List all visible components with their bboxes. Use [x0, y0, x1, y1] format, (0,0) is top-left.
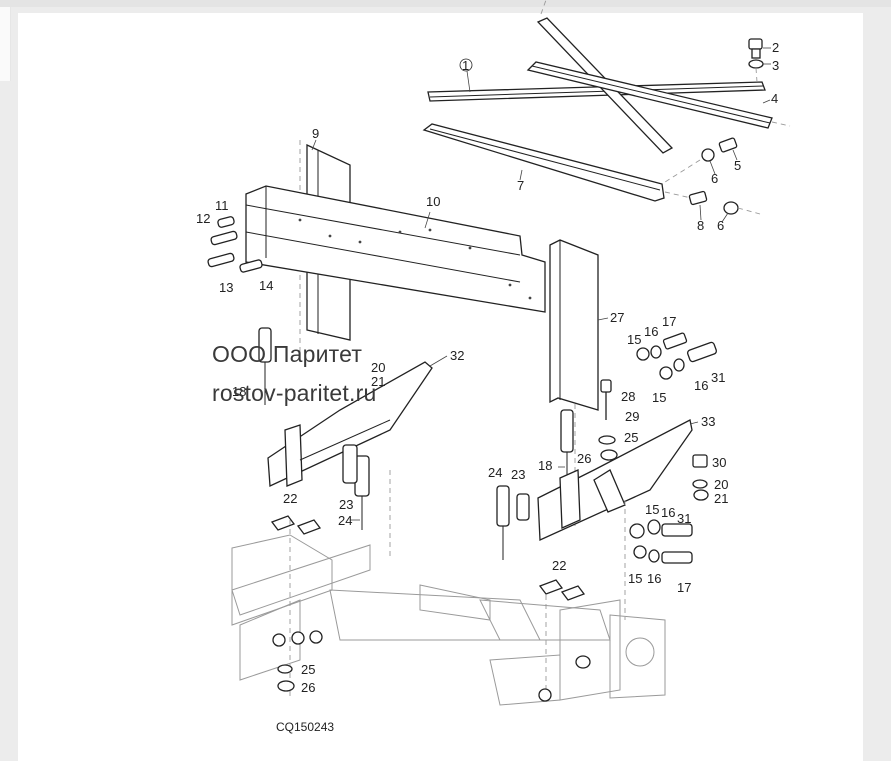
callout-4: 4	[771, 91, 778, 106]
callout-21-right: 21	[714, 491, 728, 506]
callout-18-right: 18	[538, 458, 552, 473]
callout-24-left: 24	[338, 513, 352, 528]
callout-26-bottom: 26	[301, 680, 315, 695]
callout-3: 3	[772, 58, 779, 73]
callout-26-right: 26	[577, 451, 591, 466]
bolts-11-14	[207, 216, 263, 273]
callout-24-right: 24	[488, 465, 502, 480]
callout-32: 32	[450, 348, 464, 363]
callout-17-b: 17	[677, 580, 691, 595]
callout-25-bottom: 25	[301, 662, 315, 677]
watermark-site: rostov-paritet.ru	[212, 380, 377, 406]
callout-16-b: 16	[694, 378, 708, 393]
callout-6-upper: 6	[711, 171, 718, 186]
callout-1: 1	[462, 58, 469, 73]
callout-15-c: 15	[645, 502, 659, 517]
upper-braces	[422, 0, 791, 215]
top-strip	[0, 0, 891, 7]
callout-10: 10	[426, 194, 440, 209]
left-panel-edge	[0, 7, 11, 81]
callout-23-right: 23	[511, 467, 525, 482]
callout-30: 30	[712, 455, 726, 470]
callout-12: 12	[196, 211, 210, 226]
callout-9: 9	[312, 126, 319, 141]
callout-25-right: 25	[624, 430, 638, 445]
callout-6-lower: 6	[717, 218, 724, 233]
bracket-32	[258, 327, 433, 530]
callout-16-c: 16	[661, 505, 675, 520]
callout-20-left: 20	[371, 360, 385, 375]
callout-2: 2	[772, 40, 779, 55]
lower-chassis	[231, 470, 666, 706]
callout-8: 8	[697, 218, 704, 233]
callout-23-left: 23	[339, 497, 353, 512]
part-4-bar	[526, 61, 773, 129]
watermark-company: ООО Паритет	[212, 341, 363, 367]
callout-labels: 1 2 3 4 5 6 6 7 8 9 10 11 12 13 14 15 15…	[196, 40, 779, 695]
callout-16-d: 16	[647, 571, 661, 586]
callout-14: 14	[259, 278, 273, 293]
leader-lines	[311, 47, 771, 521]
callout-29: 29	[625, 409, 639, 424]
callout-20-right: 20	[714, 477, 728, 492]
callout-17-a: 17	[662, 314, 676, 329]
callout-22-right: 22	[552, 558, 566, 573]
callout-18-left: 18	[232, 384, 246, 399]
callout-33: 33	[701, 414, 715, 429]
callout-22-left: 22	[283, 491, 297, 506]
part-7-bar	[422, 123, 665, 202]
main-beam-10	[245, 185, 546, 313]
pads-22	[270, 515, 586, 601]
callout-13: 13	[219, 280, 233, 295]
callout-31-lower: 31	[677, 511, 691, 526]
callout-31-upper: 31	[711, 370, 725, 385]
drawing-code: CQ150243	[276, 720, 335, 734]
callout-5: 5	[734, 158, 741, 173]
callout-27: 27	[610, 310, 624, 325]
callout-28: 28	[621, 389, 635, 404]
callout-15-d: 15	[628, 571, 642, 586]
post-27	[549, 239, 599, 530]
drawing-sheet	[18, 13, 863, 761]
callout-15-b: 15	[652, 390, 666, 405]
callout-15-a: 15	[627, 332, 641, 347]
callout-11: 11	[215, 198, 229, 213]
right-fasteners	[629, 332, 718, 564]
bracket-33	[496, 379, 693, 560]
callout-7: 7	[517, 178, 524, 193]
callout-16-a: 16	[644, 324, 658, 339]
callout-21-left: 21	[371, 374, 385, 389]
